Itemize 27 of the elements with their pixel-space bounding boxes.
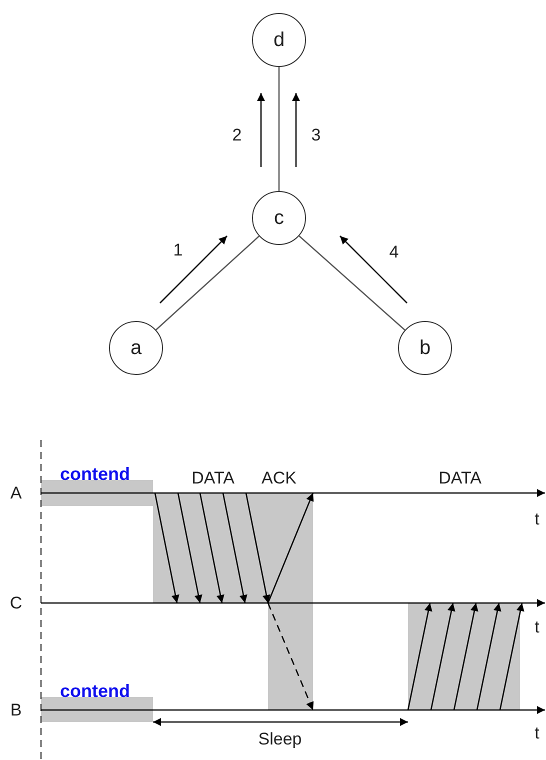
node-name: C xyxy=(10,594,22,612)
packet-label: ACK xyxy=(262,470,296,486)
flow-number: 1 xyxy=(173,242,183,258)
axis-label: t xyxy=(534,724,540,742)
flow-number: 3 xyxy=(311,126,321,144)
node-circle xyxy=(252,191,306,245)
node-name: B xyxy=(10,702,22,718)
flow-number: 4 xyxy=(389,244,399,260)
interval-label: Sleep xyxy=(258,730,302,748)
link-line xyxy=(278,67,280,191)
flow-number: 2 xyxy=(232,126,242,144)
period-label: contend xyxy=(60,682,130,700)
node-label: c xyxy=(274,208,284,228)
node-circle xyxy=(109,321,163,375)
packet-label: DATA xyxy=(438,470,482,486)
axis-label: t xyxy=(534,510,540,528)
node-label: a xyxy=(130,338,142,358)
link-line xyxy=(298,235,406,331)
node-label: b xyxy=(419,338,431,358)
node-circle xyxy=(398,321,452,375)
period-label: contend xyxy=(60,465,130,483)
axis-label: t xyxy=(534,618,540,636)
node-label: d xyxy=(273,30,285,50)
link-line xyxy=(156,236,260,330)
node-name: A xyxy=(10,484,22,502)
node-circle xyxy=(252,13,306,67)
packet-label: DATA xyxy=(192,470,234,486)
